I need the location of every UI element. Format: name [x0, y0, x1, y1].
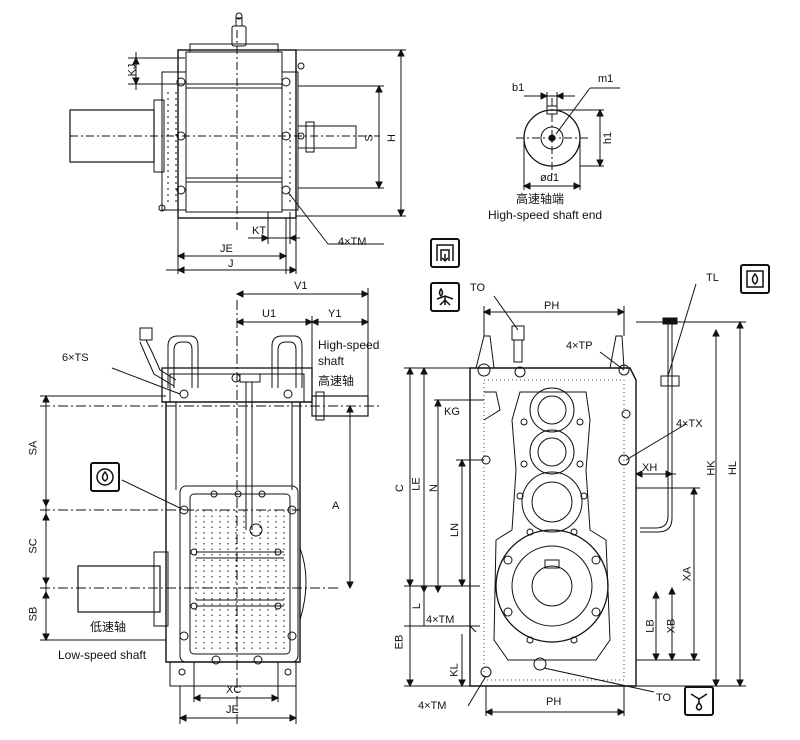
dim-kl-label: KL — [448, 663, 461, 677]
side-view — [404, 283, 746, 716]
dim-tl-label: TL — [706, 272, 719, 284]
low-speed-shaft-label-en: Low-speed shaft — [58, 648, 147, 662]
dim-xa-label: XA — [681, 566, 694, 582]
shaft-end-caption-cn: 高速轴端 — [516, 192, 565, 206]
dim-u1-label: U1 — [262, 308, 277, 320]
dim-ph-top-label: PH — [544, 300, 560, 312]
dim-tm-bottom-label: 4×TM — [418, 700, 447, 712]
dim-y1-label: Y1 — [328, 308, 342, 320]
dim-tp-label: 4×TP — [566, 340, 593, 352]
dim-j-label: J — [228, 258, 234, 270]
top-view — [69, 12, 406, 274]
oil-drain-icon — [684, 686, 714, 716]
shaft-end-view — [516, 87, 620, 190]
dim-kt-label: KT — [252, 225, 267, 237]
dim-tx-label: 4×TX — [676, 418, 703, 430]
dim-a-label: A — [332, 500, 340, 512]
dim-sa-label: SA — [27, 440, 40, 456]
dim-kj-label: KJ — [126, 63, 139, 77]
dim-hk-label: HK — [705, 460, 718, 476]
dim-hl-label: HL — [727, 460, 740, 476]
dim-b1-label: b1 — [512, 82, 525, 94]
dim-h1-label: h1 — [602, 131, 615, 145]
low-speed-shaft-label-cn: 低速轴 — [90, 620, 127, 634]
dim-ln-label: LN — [449, 522, 462, 538]
dim-sb-label: SB — [27, 606, 40, 622]
front-view — [40, 288, 380, 724]
dim-l-label: L — [411, 602, 424, 610]
dim-c-label: C — [393, 484, 406, 492]
dim-xc-label: XC — [226, 684, 242, 696]
to-top-label: TO — [470, 282, 486, 294]
dim-n-label: N — [427, 484, 440, 492]
high-speed-shaft-label-1: High-speed — [318, 338, 380, 352]
to-bottom-label: TO — [656, 692, 672, 704]
high-speed-shaft-label-2: shaft — [318, 354, 345, 368]
dim-lb-label: LB — [644, 619, 657, 633]
dim-d1-label: ød1 — [540, 172, 559, 184]
oil-level-icon — [90, 462, 120, 492]
dim-sc-label: SC — [27, 538, 40, 554]
shaft-end-caption-en: High-speed shaft end — [488, 208, 603, 222]
dim-v1-label: V1 — [294, 280, 308, 292]
dim-h-label: H — [385, 134, 398, 142]
dim-s-label: S — [363, 134, 376, 142]
oil-gauge-icon — [740, 264, 770, 294]
dim-ts-label: 6×TS — [62, 352, 89, 364]
oil-fill-icon — [430, 282, 460, 312]
dim-le-label: LE — [410, 477, 423, 491]
high-speed-shaft-label-cn: 高速轴 — [318, 374, 355, 388]
dim-kg-label: KG — [444, 406, 460, 418]
dim-tm-top-label: 4×TM — [338, 236, 367, 248]
dim-xh-label: XH — [642, 462, 658, 474]
dim-je-front-label: JE — [226, 704, 239, 716]
dim-tm-side-label: 4×TM — [426, 614, 455, 626]
dim-je-top-label: JE — [220, 243, 233, 255]
breather-icon — [430, 238, 460, 268]
dim-eb-label: EB — [393, 634, 406, 650]
dim-xb-label: XB — [665, 618, 678, 634]
dim-ph-bottom-label: PH — [546, 696, 562, 708]
dim-m1-label: m1 — [598, 73, 614, 85]
